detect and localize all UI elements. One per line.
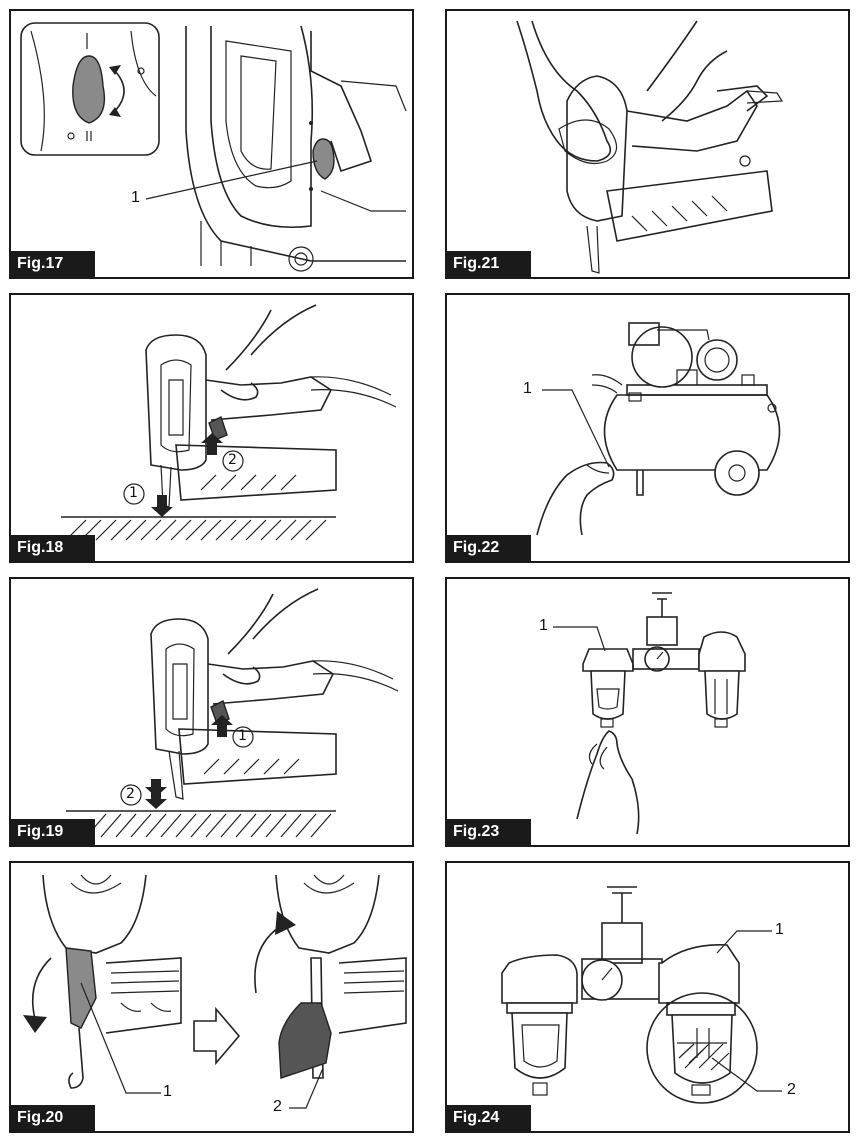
figure-22-panel: 1 Fig.22 bbox=[445, 293, 850, 563]
figure-label: Fig.22 bbox=[447, 535, 531, 561]
step-2-marker: 2 bbox=[126, 786, 135, 802]
step-1-marker: 1 bbox=[238, 728, 247, 744]
figure-24-panel: 1 2 Fig.24 bbox=[445, 861, 850, 1133]
filter-bowl-water-level-illustration bbox=[501, 886, 782, 1104]
figure-19-panel: 1 2 Fig.19 bbox=[9, 577, 414, 847]
callout-1: 1 bbox=[775, 921, 784, 938]
filter-regulator-drain-illustration bbox=[553, 592, 746, 835]
callout-1: 1 bbox=[523, 380, 532, 397]
figure-20-panel: 1 2 Fig.20 bbox=[9, 861, 414, 1133]
figure-label: Fig.23 bbox=[447, 819, 531, 845]
callout-1: 1 bbox=[131, 189, 140, 206]
figure-label: Fig.19 bbox=[11, 819, 95, 845]
figure-label: Fig.24 bbox=[447, 1105, 531, 1131]
figure-label: Fig.20 bbox=[11, 1105, 95, 1131]
figure-label: Fig.18 bbox=[11, 535, 95, 561]
figure-23-panel: 1 Fig.23 bbox=[445, 577, 850, 847]
nose-latch-open-illustration bbox=[23, 874, 407, 1109]
figure-21-panel: Fig.21 bbox=[445, 9, 850, 279]
step-2-marker: 2 bbox=[228, 452, 237, 468]
compressor-drain-illustration bbox=[536, 322, 781, 536]
figure-18-panel: 1 2 Fig.18 bbox=[9, 293, 414, 563]
cleaning-nailer-illustration bbox=[516, 20, 784, 274]
step-1-marker: 1 bbox=[129, 485, 138, 501]
callout-1: 1 bbox=[163, 1083, 172, 1100]
contact-actuation-step-illustration bbox=[66, 588, 399, 838]
sequential-actuation-step-illustration bbox=[61, 304, 397, 541]
callout-1: 1 bbox=[539, 617, 548, 634]
figure-label: Fig.21 bbox=[447, 251, 531, 277]
figure-17-panel: 1 Fig.17 bbox=[9, 9, 414, 279]
callout-2: 2 bbox=[273, 1098, 282, 1115]
figure-label: Fig.17 bbox=[11, 251, 95, 277]
depth-adjuster-illustration bbox=[20, 22, 407, 272]
callout-2: 2 bbox=[787, 1081, 796, 1098]
